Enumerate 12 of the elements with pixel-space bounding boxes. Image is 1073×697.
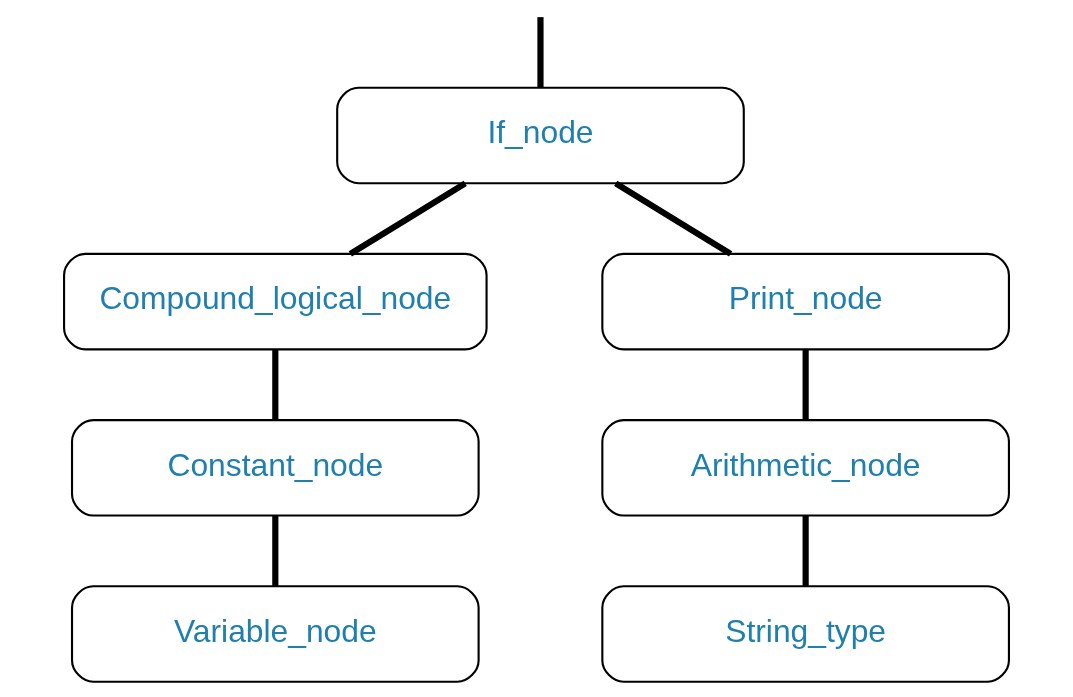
- node-box: Variable_node: [70, 585, 480, 683]
- node-box: Constant_node: [70, 419, 480, 517]
- connector: [614, 180, 733, 257]
- connector: [537, 17, 544, 88]
- connector: [802, 349, 809, 420]
- connector: [348, 180, 467, 257]
- node-box: Arithmetic_node: [601, 419, 1010, 517]
- node-box: Compound_logical_node: [63, 252, 488, 351]
- node-box: String_type: [601, 585, 1010, 683]
- connector: [272, 349, 279, 420]
- node-box: Print_node: [601, 252, 1010, 351]
- node-box: If_node: [336, 86, 745, 185]
